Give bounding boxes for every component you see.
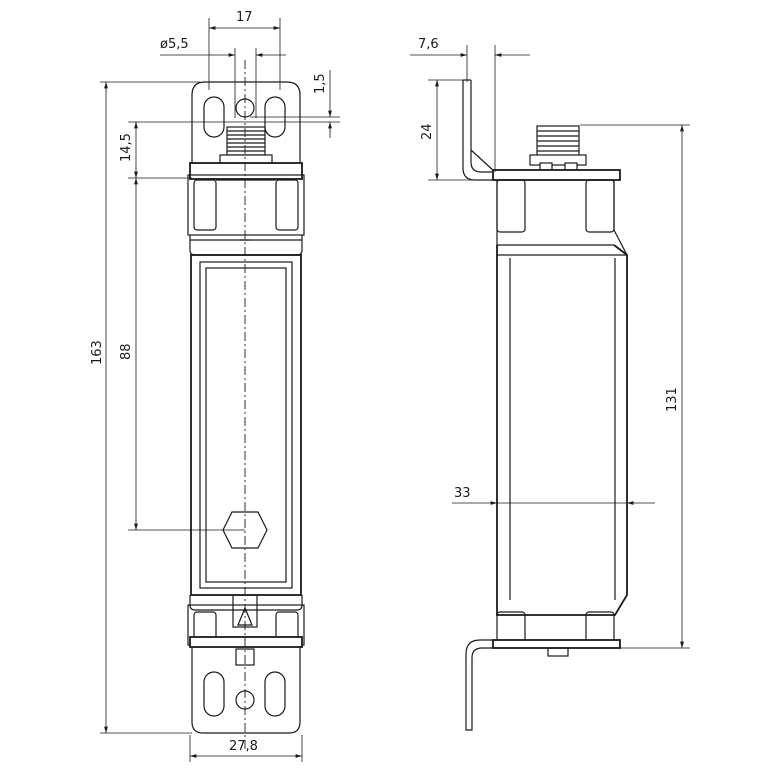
connector-front bbox=[219, 126, 273, 166]
dim-hole-diameter-label: ø5,5 bbox=[160, 37, 189, 52]
bottom-right-slot bbox=[264, 671, 286, 717]
connector-side bbox=[529, 125, 587, 172]
bottom-left-slot bbox=[203, 671, 225, 717]
side-head-bottom bbox=[492, 611, 621, 657]
side-view bbox=[462, 79, 628, 731]
dim-7-6-label: 7,6 bbox=[418, 37, 439, 52]
bottom-mounting-plate bbox=[191, 647, 301, 734]
front-main-body bbox=[190, 239, 302, 596]
dim-24-label: 24 bbox=[420, 123, 435, 140]
front-head-top bbox=[187, 162, 305, 256]
dim-131-label: 131 bbox=[665, 387, 680, 412]
front-head-bottom bbox=[187, 594, 305, 666]
bottom-bracket bbox=[465, 639, 493, 731]
side-head-top bbox=[492, 169, 628, 256]
dim-163-label: 163 bbox=[90, 340, 105, 365]
dim-33-label: 33 bbox=[454, 486, 471, 501]
side-main-body bbox=[496, 244, 628, 616]
side-dimensions: 7,6 24 131 33 bbox=[410, 37, 690, 649]
top-bracket bbox=[462, 80, 495, 181]
dim-1-5-label: 1,5 bbox=[313, 73, 328, 94]
dim-17-label: 17 bbox=[236, 10, 253, 25]
front-view bbox=[187, 60, 305, 750]
dim-88-label: 88 bbox=[119, 343, 134, 360]
top-mounting-plate bbox=[191, 81, 301, 165]
dim-14-5-label: 14,5 bbox=[119, 133, 134, 162]
dim-27-8-label: 27,8 bbox=[229, 739, 258, 754]
top-left-slot bbox=[203, 96, 225, 138]
front-dimensions: 17 ø5,5 1,5 14,5 163 88 27,8 bbox=[90, 10, 340, 762]
